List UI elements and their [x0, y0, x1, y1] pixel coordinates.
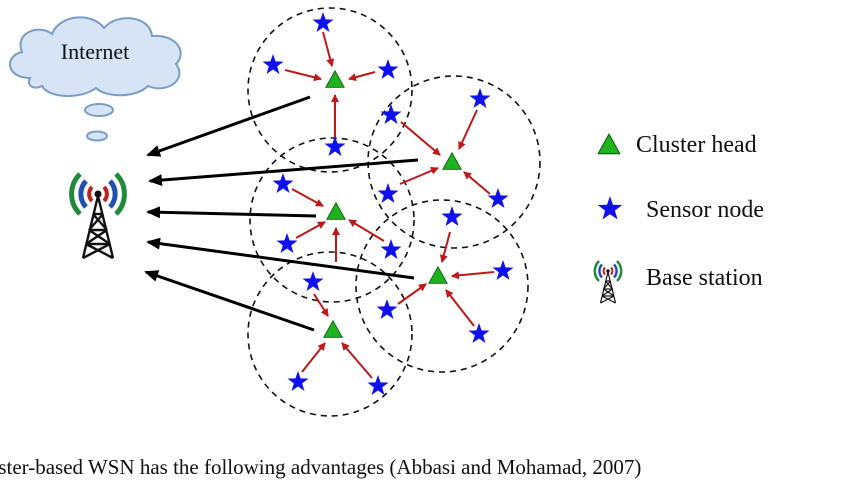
cluster-circle-2 [367, 75, 541, 249]
legend-sensor-node-icon [597, 196, 623, 220]
uplink-arrow-5 [144, 270, 315, 332]
sensor-node-icon [377, 183, 399, 203]
legend-base-station-icon [593, 259, 623, 304]
internet-cloud: Internet [9, 16, 182, 142]
cloud-bubble-large [84, 103, 114, 117]
cloud-bubble-small [86, 130, 108, 142]
uplink-arrow-4 [146, 237, 415, 280]
cluster-head-icon [428, 266, 448, 284]
cluster-circle-1 [247, 7, 413, 173]
sensor-node-icon [468, 323, 490, 343]
sensor-node-icon [367, 375, 389, 395]
sensor-node-icon [312, 12, 334, 32]
sensor-node-icon [272, 173, 294, 193]
internet-label: Internet [61, 39, 129, 64]
sensor-node-icon [376, 299, 398, 319]
cloud-icon [9, 16, 182, 98]
uplink-arrow-1 [146, 95, 311, 157]
sensor-node-icon [276, 233, 298, 253]
sensor-node-icon [487, 188, 509, 208]
cluster-circle-5 [247, 251, 413, 417]
cluster-head-icon [326, 202, 346, 220]
legend-sensor-node-label: Sensor node [646, 197, 764, 223]
sensor-node-icon [287, 371, 309, 391]
sensor-node-icon [441, 206, 463, 226]
cluster-head-icon [442, 152, 462, 170]
member-arrows [284, 31, 495, 379]
sensor-node-icon [380, 239, 402, 259]
cluster-circle-4 [355, 199, 529, 373]
sensor-node-icon [262, 54, 284, 74]
legend-cluster-head-label: Cluster head [636, 132, 757, 158]
sensor-node-icon [492, 260, 514, 280]
legend-base-station-label: Base station [646, 265, 763, 291]
caption-text: Cluster-based WSN has the following adva… [0, 455, 642, 479]
base-station-icon [72, 174, 125, 258]
cluster-boundaries [247, 7, 541, 417]
cluster-head-icon [323, 320, 343, 338]
sensor-node-icon [380, 104, 402, 124]
legend: Cluster head Sensor node Base station [593, 132, 764, 304]
sensor-node-icon [469, 88, 491, 108]
sensor-node-icon [302, 271, 324, 291]
uplink-arrows [144, 95, 419, 332]
legend-cluster-head-icon [597, 133, 621, 155]
cluster-head-icon [325, 70, 345, 88]
uplink-arrow-2 [148, 158, 419, 187]
uplink-arrow-3 [146, 206, 317, 219]
sensor-node-icon [377, 59, 399, 79]
sensor-nodes [262, 12, 514, 395]
cluster-circle-3 [249, 137, 415, 303]
